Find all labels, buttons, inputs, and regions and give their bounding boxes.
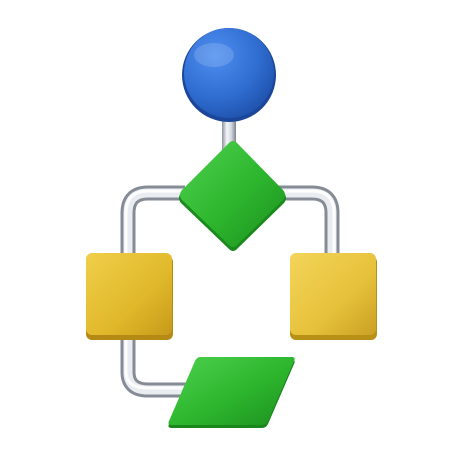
io-parallelogram xyxy=(168,357,295,428)
connector-left-io xyxy=(120,335,192,398)
connector-diamond-left xyxy=(120,185,185,262)
decision-diamond xyxy=(179,141,286,251)
connector-group xyxy=(120,112,340,398)
process-box-left xyxy=(86,253,173,340)
process-box-right xyxy=(290,253,377,340)
start-circle xyxy=(182,28,276,122)
